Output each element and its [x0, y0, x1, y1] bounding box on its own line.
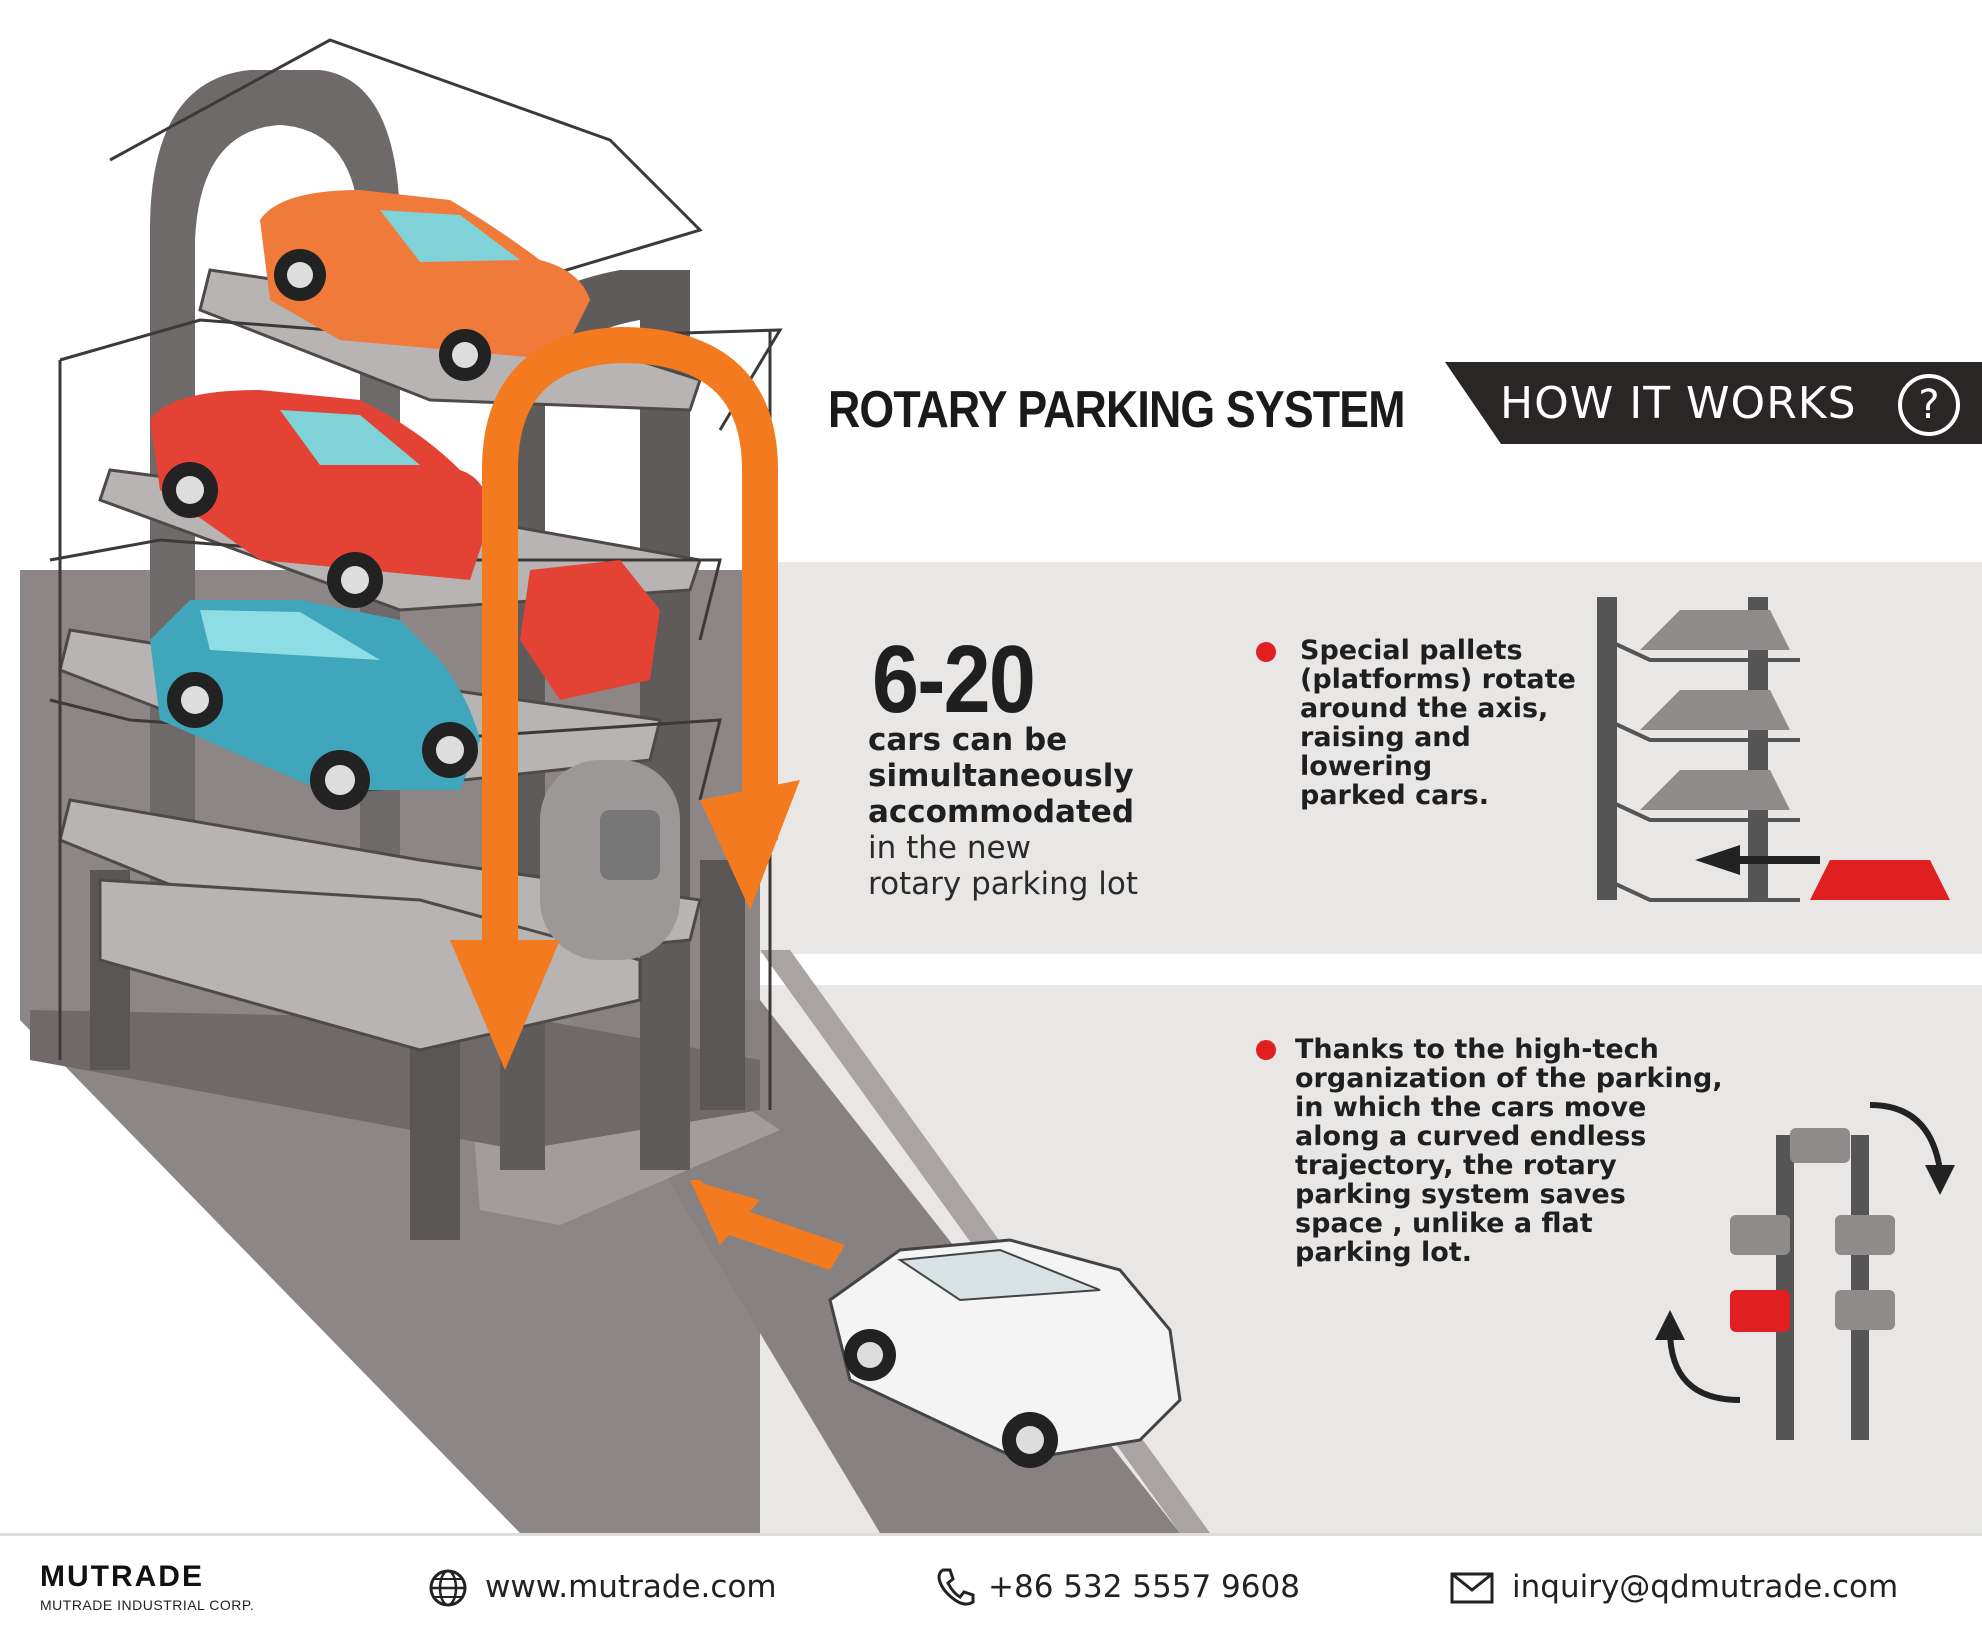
rotation-arrow-head-left — [450, 940, 560, 1070]
tower-base — [30, 1010, 760, 1150]
mini-rotary-arrow-top — [1869, 1102, 1943, 1171]
mini-rotary-cars — [1730, 1128, 1895, 1330]
car-white — [828, 1238, 1182, 1468]
capacity-text-light: in the new rotary parking lot — [868, 830, 1139, 902]
car-red-back — [520, 560, 660, 700]
mutrade-logo: MUTRADE — [40, 1560, 204, 1593]
capacity-range: 6-20 — [872, 626, 1036, 733]
tower-leg-right — [700, 860, 745, 1110]
how-it-works-label: HOW IT WORKS — [1500, 378, 1857, 429]
mini-arrow-head — [1695, 845, 1740, 875]
drive-motor — [600, 810, 660, 880]
capacity-text-bold: cars can be simultaneously accommodated — [868, 722, 1135, 830]
footer-divider — [0, 1533, 1982, 1536]
car-blue — [150, 600, 480, 810]
mini-rotary-arrow-bottom — [1667, 1329, 1741, 1403]
email-link[interactable]: inquiry@qdmutrade.com — [1512, 1569, 1899, 1605]
entry-arrow — [690, 1180, 845, 1270]
phone-number[interactable]: +86 532 5557 9608 — [988, 1569, 1300, 1605]
point-saves-space: Thanks to the high-tech organization of … — [1295, 1034, 1723, 1268]
entry-arrow-head — [690, 1180, 760, 1245]
question-icon: ? — [1898, 374, 1960, 436]
car-red — [150, 390, 490, 608]
mini-diagram-cars — [1640, 610, 1790, 810]
phone-icon — [937, 1568, 975, 1606]
mini-diagram-pallets — [1606, 638, 1800, 902]
globe-icon — [429, 1569, 467, 1607]
car-orange — [260, 190, 590, 381]
tower-leg-mid — [410, 1020, 460, 1240]
envelope-icon — [1450, 1572, 1494, 1604]
how-it-works-banner — [1445, 362, 1982, 444]
website-link[interactable]: www.mutrade.com — [485, 1569, 777, 1605]
mini-rotary-car-red — [1730, 1290, 1790, 1332]
point-pallets-rotate: Special pallets (platforms) rotate aroun… — [1300, 635, 1576, 811]
rotation-arrow — [482, 326, 778, 980]
bullet-icon — [1256, 1040, 1276, 1060]
mini-diagram-rotary — [1776, 1135, 1869, 1440]
bullet-icon — [1256, 642, 1276, 662]
company-name: MUTRADE INDUSTRIAL CORP. — [40, 1597, 255, 1613]
mini-car-red — [1810, 860, 1950, 900]
rotation-arrow-head-right — [700, 780, 800, 910]
page-title: ROTARY PARKING SYSTEM — [828, 381, 1405, 439]
